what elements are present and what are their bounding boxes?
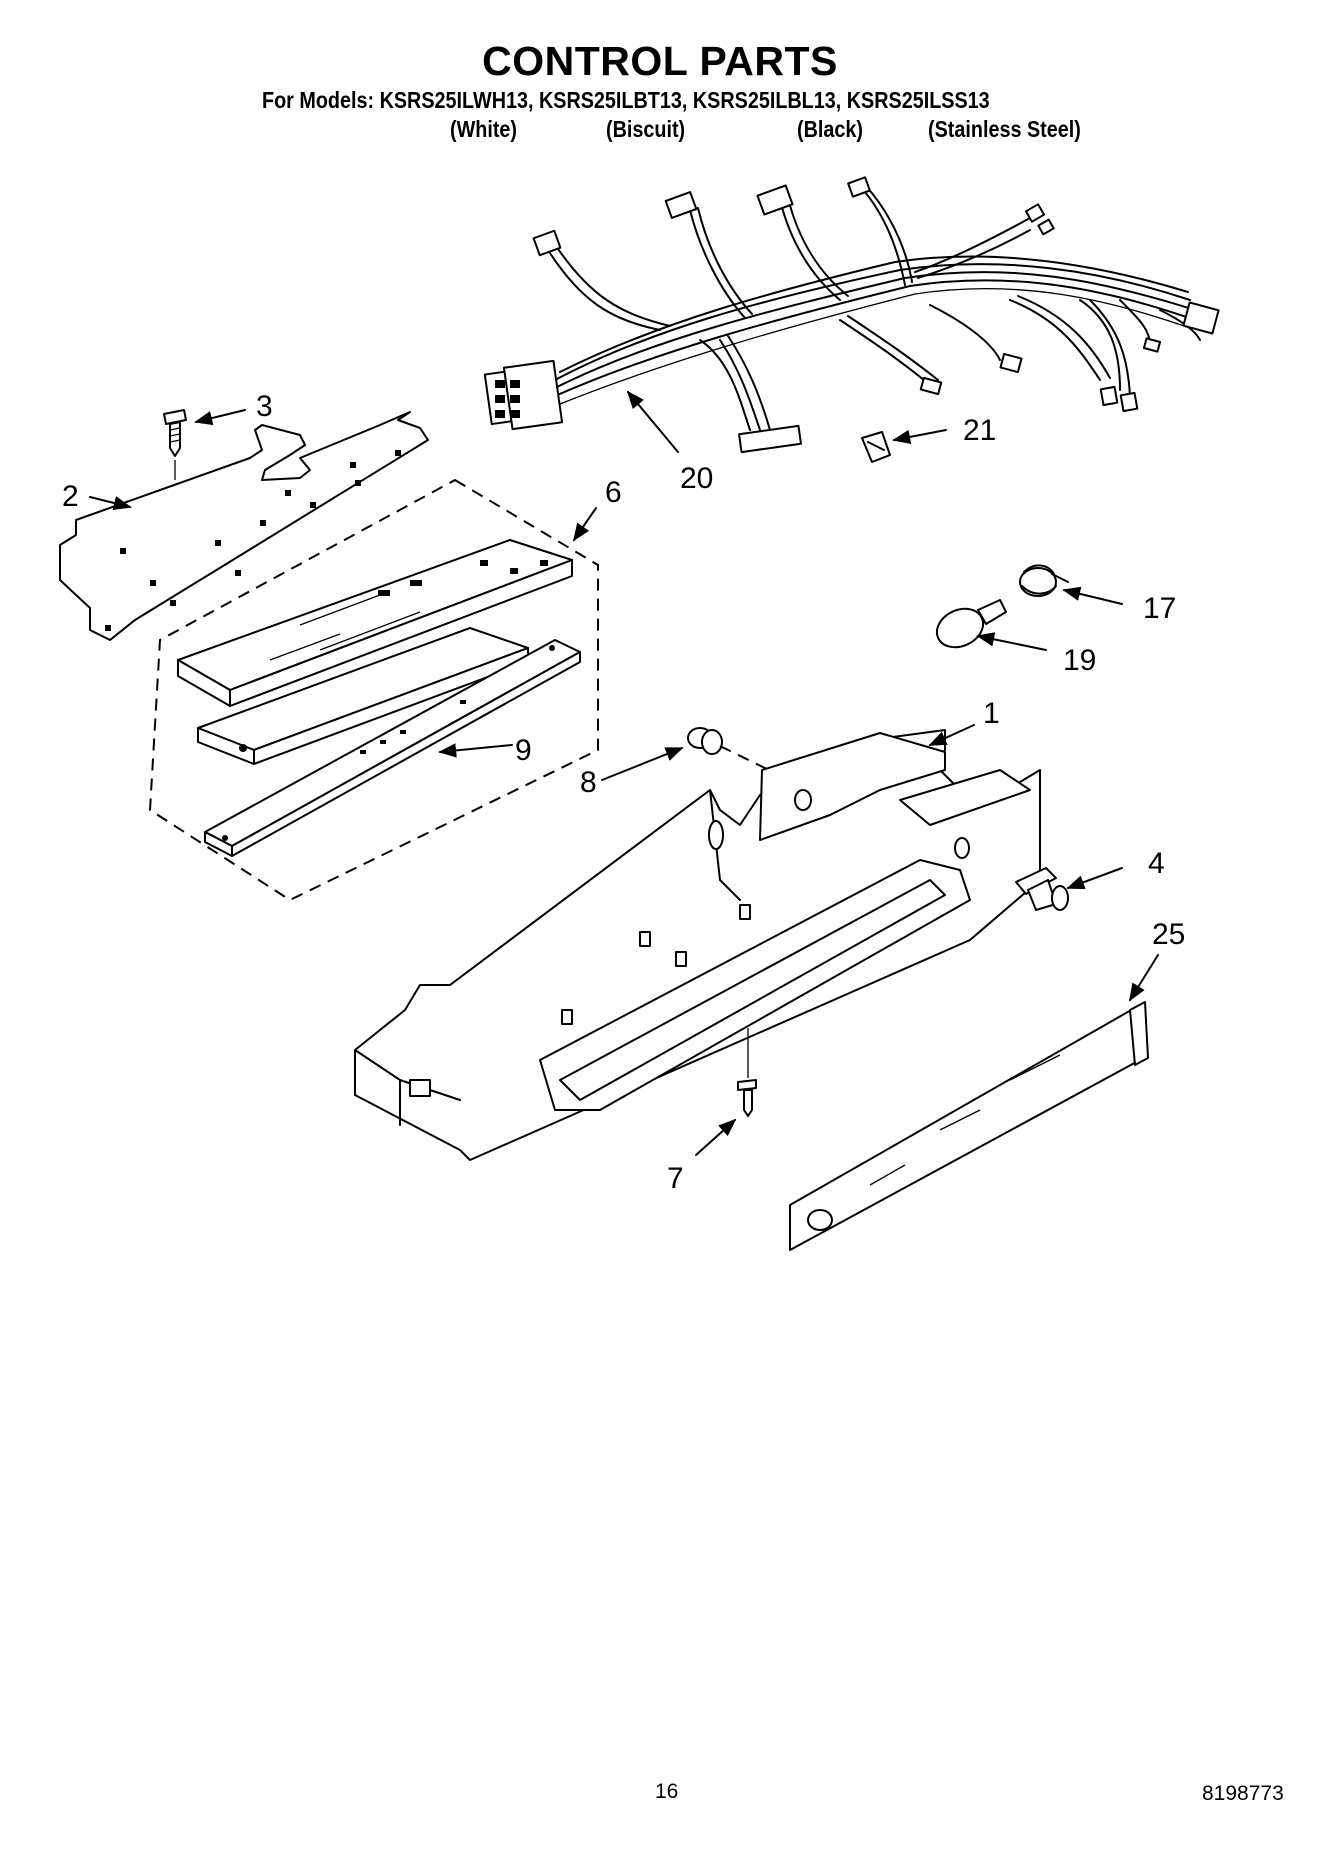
callout-17: 17 (1143, 592, 1176, 625)
callout-19: 19 (1063, 644, 1096, 677)
light-bulb-part-19 (935, 599, 1007, 649)
led-board-part-9 (204, 639, 581, 857)
clip-part-4 (1015, 867, 1069, 911)
callout-3: 3 (256, 390, 273, 423)
callout-2: 2 (62, 480, 79, 513)
callout-7: 7 (667, 1162, 684, 1195)
control-board-middle (197, 627, 529, 765)
board-assembly-outline-part-6 (148, 478, 599, 902)
screw-part-3 (163, 409, 187, 480)
trim-strip-part-25 (789, 1001, 1149, 1251)
control-housing-part-1 (354, 729, 1041, 1161)
callout-4: 4 (1148, 847, 1165, 880)
callout-6: 6 (605, 476, 622, 509)
callout-1: 1 (983, 697, 1000, 730)
document-number: 8198773 (1202, 1782, 1284, 1805)
callout-20: 20 (680, 462, 713, 495)
variant-black: (Black) (797, 116, 863, 142)
control-board-upper (177, 539, 573, 707)
models-line: For Models: KSRS25ILWH13, KSRS25ILBT13, … (262, 87, 990, 113)
page-title: CONTROL PARTS (482, 38, 838, 84)
wire-harness-part-20 (483, 176, 1220, 454)
callout-8: 8 (580, 766, 597, 799)
callout-25: 25 (1152, 918, 1185, 951)
leader-lines (89, 390, 1159, 1156)
callout-21: 21 (963, 414, 996, 447)
page-number: 16 (655, 1780, 679, 1803)
variant-biscuit: (Biscuit) (606, 116, 686, 142)
variant-white: (White) (450, 116, 518, 142)
callout-9: 9 (515, 734, 532, 767)
mounting-plate-part-2 (59, 411, 429, 641)
clip-part-21 (861, 431, 891, 463)
variant-stainless-steel: (Stainless Steel) (928, 116, 1081, 142)
screw-part-7 (737, 1028, 757, 1117)
lamp-socket-part-17 (1019, 564, 1069, 597)
